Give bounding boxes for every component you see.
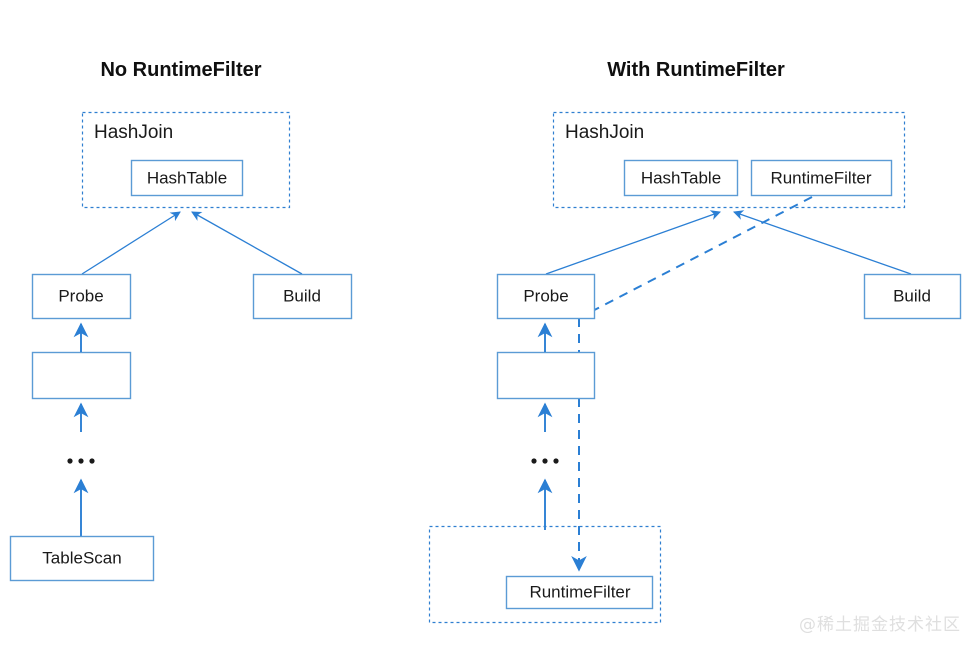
right-runtimefilter-box[interactable]	[750, 159, 893, 197]
right-hashtable-label: HashTable	[641, 168, 721, 187]
right-bottom-runtimefilter-label: RuntimeFilter	[529, 582, 630, 601]
left-hashtable-box[interactable]	[130, 159, 244, 197]
right-runtimefilter-node[interactable]: RuntimeFilter	[750, 159, 893, 197]
left-blank-node[interactable]	[31, 351, 132, 400]
right-build-box[interactable]	[863, 273, 962, 320]
right-ellipsis	[531, 458, 559, 464]
left-ellipsis	[67, 458, 95, 464]
left-build-box[interactable]	[252, 273, 353, 320]
right-bottom-runtimefilter-node[interactable]: RuntimeFilter	[505, 575, 654, 610]
right-hashjoin-group: HashJoin HashTable RuntimeFilter	[552, 111, 906, 209]
right-bottom-runtimefilter-box[interactable]	[505, 575, 654, 610]
left-probe-box[interactable]	[31, 273, 132, 320]
right-blank-node[interactable]	[496, 351, 596, 400]
left-tablescan-box[interactable]	[9, 535, 155, 582]
right-build-label: Build	[893, 286, 931, 305]
right-runtimefilter-label: RuntimeFilter	[770, 168, 871, 187]
right-edge-probe-to-hashjoin	[545, 210, 721, 275]
right-blank-box[interactable]	[496, 351, 596, 400]
left-tablescan-node[interactable]: TableScan	[9, 535, 155, 582]
right-hashtable-box[interactable]	[623, 159, 739, 197]
left-hashtable-label: HashTable	[147, 168, 227, 187]
right-edge-build-to-hashjoin	[733, 210, 912, 275]
left-probe-node[interactable]: Probe	[31, 273, 132, 320]
left-build-label: Build	[283, 286, 321, 305]
right-scan-group: RuntimeFilter	[428, 525, 662, 624]
panel-with-runtimefilter: With RuntimeFilter HashJoin HashTable Ru…	[428, 59, 962, 624]
right-build-node[interactable]: Build	[863, 273, 962, 320]
right-hashjoin-label: HashJoin	[565, 122, 644, 143]
left-hashjoin-group-border	[81, 111, 291, 209]
left-probe-label: Probe	[58, 286, 103, 305]
left-hashjoin-label: HashJoin	[94, 122, 173, 143]
left-tablescan-label: TableScan	[42, 548, 121, 567]
left-panel-title: No RuntimeFilter	[100, 59, 261, 81]
panel-no-runtimefilter: No RuntimeFilter HashJoin HashTable Prob…	[9, 59, 353, 582]
right-panel-title: With RuntimeFilter	[607, 59, 785, 81]
right-hashtable-node[interactable]: HashTable	[623, 159, 739, 197]
left-build-node[interactable]: Build	[252, 273, 353, 320]
right-probe-node[interactable]: Probe	[496, 273, 596, 320]
right-probe-label: Probe	[523, 286, 568, 305]
right-probe-box[interactable]	[496, 273, 596, 320]
left-blank-box[interactable]	[31, 351, 132, 400]
right-hashjoin-group-border	[552, 111, 906, 209]
left-edge-build-to-hashjoin	[191, 211, 303, 275]
right-edge-runtimefilter-diagonal	[578, 196, 813, 319]
left-hashjoin-group: HashJoin HashTable	[81, 111, 291, 209]
right-scan-group-border	[428, 525, 662, 624]
left-edge-probe-to-hashjoin	[81, 211, 181, 275]
left-hashtable-node[interactable]: HashTable	[130, 159, 244, 197]
watermark: @稀土掘金技术社区	[799, 615, 961, 635]
